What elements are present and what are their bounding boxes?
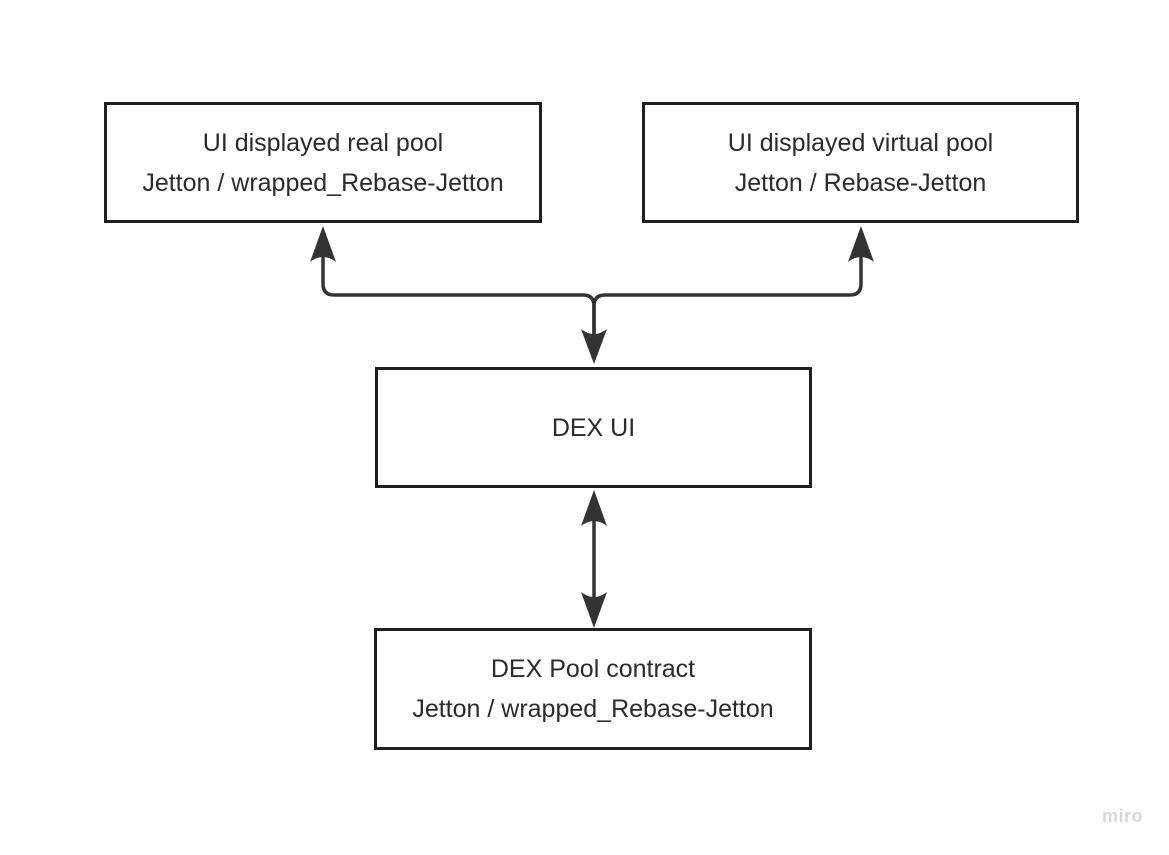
node-subtitle: Jetton / wrapped_Rebase-Jetton: [412, 695, 774, 723]
miro-watermark[interactable]: miro: [1101, 806, 1143, 826]
connector-line: [592, 250, 863, 336]
node-title: DEX Pool contract: [490, 655, 696, 683]
node-subtitle: Jetton / wrapped_Rebase-Jetton: [142, 168, 504, 197]
arrowhead-down-center-icon: [581, 329, 607, 364]
connector-dexui-to-real-pool[interactable]: [310, 226, 596, 336]
node-ui-displayed-virtual-pool[interactable]: UI displayed virtual pool Jetton / Rebas…: [642, 102, 1079, 223]
node-dex-pool-contract[interactable]: DEX Pool contract Jetton / wrapped_Rebas…: [374, 628, 812, 750]
node-title: UI displayed real pool: [202, 128, 444, 157]
node-dex-ui[interactable]: DEX UI: [375, 367, 812, 488]
arrowhead-up-right-icon: [848, 226, 874, 262]
node-subtitle: Jetton / Rebase-Jetton: [734, 168, 987, 197]
node-ui-displayed-real-pool[interactable]: UI displayed real pool Jetton / wrapped_…: [104, 102, 542, 223]
arrowhead-up-left-icon: [310, 226, 336, 262]
arrowhead-down-icon: [581, 592, 607, 628]
node-title: UI displayed virtual pool: [727, 128, 994, 157]
arrowhead-up-icon: [581, 490, 607, 526]
connector-dexui-to-virtual-pool[interactable]: [581, 226, 874, 364]
node-title: DEX UI: [551, 413, 636, 442]
connector-dexui-to-pool-contract[interactable]: [581, 490, 607, 628]
connector-line: [321, 250, 596, 336]
